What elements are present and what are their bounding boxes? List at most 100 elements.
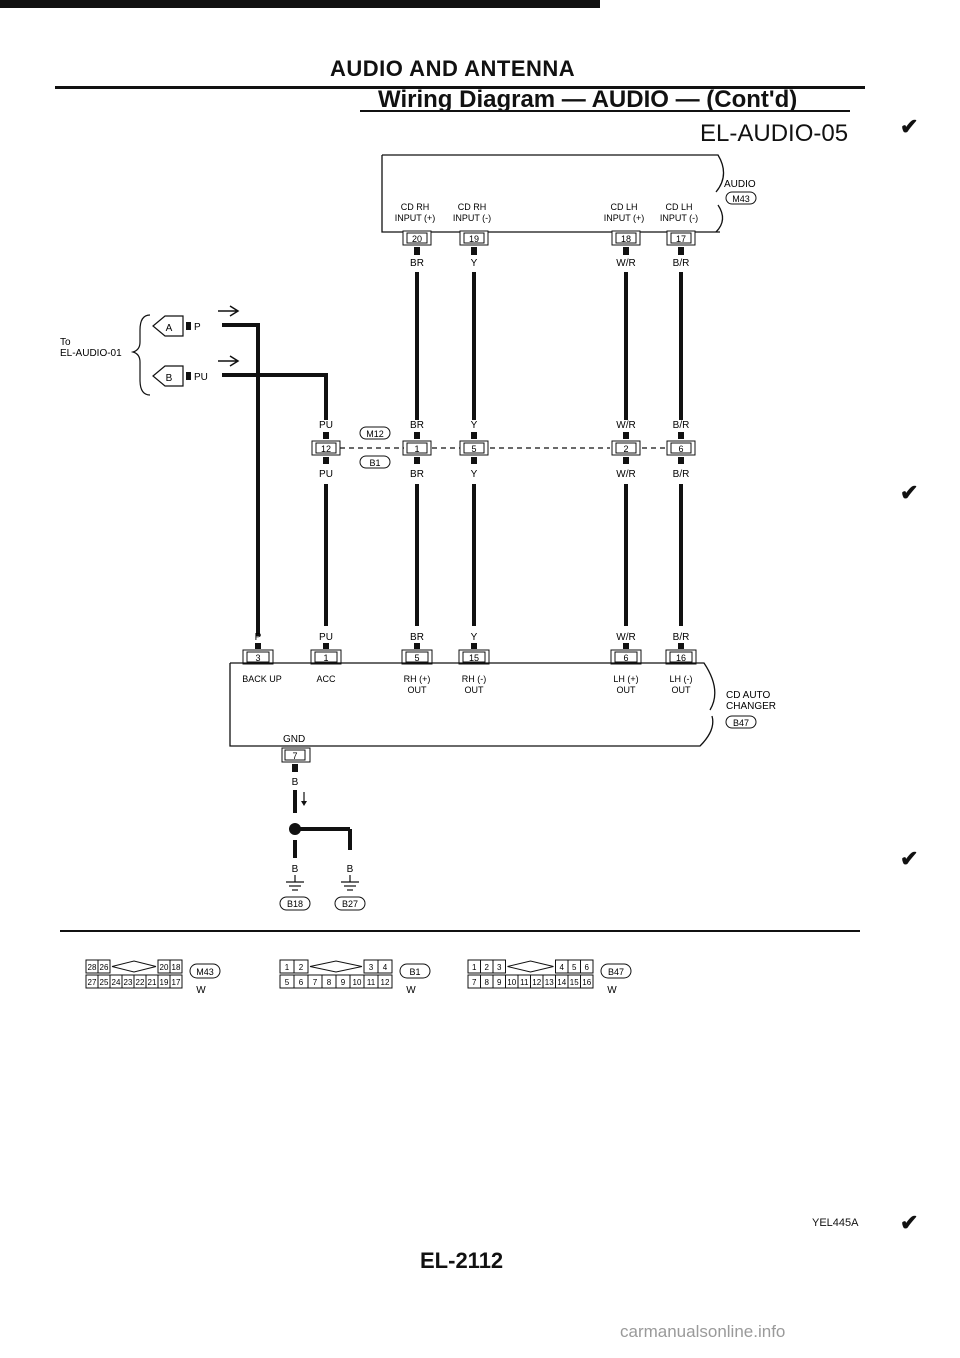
joint-lower-connector-badge: B1	[359, 455, 391, 469]
changer-terminal-label: RH (-)	[462, 674, 487, 684]
connector-pin-number: 2	[299, 963, 304, 972]
pin-tab	[471, 457, 477, 464]
changer-wire-color: W/R	[616, 632, 635, 643]
ground-wiring	[289, 790, 352, 858]
pin-tab	[678, 457, 684, 464]
joint-upper-connector-badge: M12	[359, 426, 391, 440]
header-rule	[55, 86, 865, 89]
changer-terminal-pin: 3	[242, 649, 274, 665]
svg-text:5: 5	[414, 653, 419, 663]
connector-pin-number: 18	[172, 963, 181, 972]
changer-terminal-label: OUT	[617, 685, 637, 695]
check-mark-icon: ✔	[900, 846, 919, 871]
joint-wire-bottom: BR	[410, 469, 424, 480]
svg-text:16: 16	[676, 653, 686, 663]
joint-pin: 6	[666, 440, 696, 456]
changer-input-wires	[324, 484, 683, 626]
connector-pin-number: 25	[100, 978, 109, 987]
connector-pin-number: 9	[497, 978, 502, 987]
top-edge-bar	[0, 0, 600, 8]
connector-pin-number: 1	[285, 963, 290, 972]
svg-text:B47: B47	[608, 967, 624, 977]
audio-terminal-label: CD RH	[458, 202, 487, 212]
pin-tab	[414, 457, 420, 464]
changer-terminal-label: LH (-)	[670, 674, 693, 684]
pin-tab	[414, 643, 420, 649]
reference-arrows	[130, 305, 326, 396]
subtitle-rule	[360, 110, 850, 112]
audio-terminal-label: CD RH	[401, 202, 430, 212]
connector-arrow-icon	[111, 960, 157, 973]
connector-pin-number: 10	[507, 978, 516, 987]
connector-pin-number: 2	[485, 963, 490, 972]
svg-text:B1: B1	[369, 458, 380, 468]
svg-text:2: 2	[623, 444, 628, 454]
gnd-terminal: 7	[281, 747, 311, 772]
svg-text:17: 17	[676, 234, 686, 244]
pin-tab	[255, 643, 261, 649]
svg-text:B18: B18	[287, 899, 303, 909]
joint-pin: 5	[459, 440, 489, 456]
connector-pin-number: 10	[353, 978, 362, 987]
pin-tab	[323, 457, 329, 464]
svg-text:6: 6	[678, 444, 683, 454]
changer-terminal-label: BACK UP	[242, 674, 282, 684]
audio-wire-color: BR	[410, 258, 424, 269]
connector-pin-number: 6	[585, 963, 590, 972]
audio-terminal-label: CD LH	[610, 202, 637, 212]
pin-tab	[471, 247, 477, 255]
connector-pin-number: 20	[160, 963, 169, 972]
pin-tab	[678, 432, 684, 439]
audio-terminal-label: INPUT (-)	[660, 213, 698, 223]
joint-pin: 12	[311, 440, 341, 456]
ground-wire-color: B	[292, 864, 299, 875]
joint-wire-top: PU	[319, 420, 333, 431]
svg-text:7: 7	[292, 751, 297, 761]
changer-terminal-label: OUT	[672, 685, 692, 695]
ground-wire-color: B	[347, 864, 354, 875]
audio-terminal-pin: 19	[459, 230, 489, 246]
svg-text:M43: M43	[196, 967, 214, 977]
watermark: carmanualsonline.info	[620, 1322, 786, 1341]
joint-wire-bottom: B/R	[673, 469, 690, 480]
pin-tab	[323, 432, 329, 439]
svg-text:18: 18	[621, 234, 631, 244]
ref-arrow-b-letter: B	[166, 373, 173, 384]
connector-pin-number: 16	[582, 978, 591, 987]
connector-id-badge: M43	[189, 963, 221, 979]
figure-code: YEL445A	[812, 1217, 859, 1229]
connector-pin-number: 3	[497, 963, 502, 972]
connector-pin-number: 11	[367, 978, 376, 987]
changer-wire-color: P	[255, 632, 262, 643]
changer-terminal-label: ACC	[316, 674, 336, 684]
svg-text:20: 20	[412, 234, 422, 244]
connector-pin-number: 6	[299, 978, 304, 987]
connector-pin-number: 8	[485, 978, 490, 987]
connector-pin-number: 28	[88, 963, 97, 972]
audio-terminal-label: INPUT (-)	[453, 213, 491, 223]
changer-wire-color: PU	[319, 632, 333, 643]
ground-symbol-icon	[341, 875, 359, 891]
audio-wire-color: W/R	[616, 258, 635, 269]
pin-tab	[623, 247, 629, 255]
ref-arrow-a-icon	[152, 315, 184, 337]
svg-text:3: 3	[255, 653, 260, 663]
ref-arrow-b-icon	[152, 365, 184, 387]
connector-pin-number: 12	[532, 978, 541, 987]
connector-pin-number: 8	[327, 978, 332, 987]
connector-pin-number: 17	[172, 978, 181, 987]
audio-unit-box	[381, 154, 725, 233]
connector-pin-number: 9	[341, 978, 346, 987]
changer-terminal-pin: 15	[458, 649, 490, 665]
connector-pin-number: 4	[383, 963, 388, 972]
changer-box	[229, 662, 716, 747]
pin-tab	[623, 457, 629, 464]
audio-wire-color: Y	[471, 258, 478, 269]
svg-text:19: 19	[469, 234, 479, 244]
audio-terminal-pin: 18	[611, 230, 641, 246]
connector-pin-number: 15	[570, 978, 579, 987]
pin-tab	[623, 432, 629, 439]
connector-pin-number: 24	[112, 978, 121, 987]
